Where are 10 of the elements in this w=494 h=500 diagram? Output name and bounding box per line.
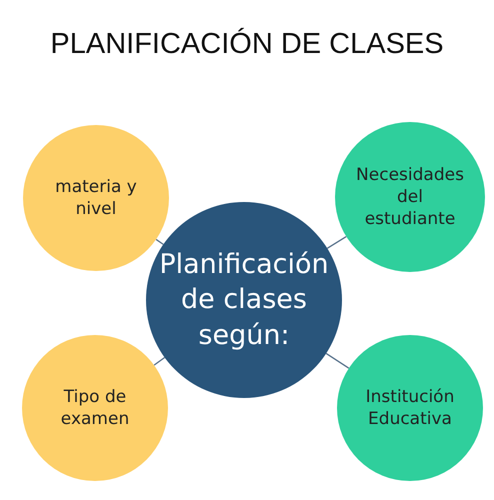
connector-line — [156, 238, 164, 245]
node-label: Tipo de examen — [60, 386, 130, 430]
node-label: materia y nivel — [54, 176, 138, 220]
connector-line — [154, 356, 166, 366]
node-label: Institución Educativa — [364, 386, 456, 430]
node-label: Planificación de clases según: — [159, 248, 329, 353]
title: PLANIFICACIÓN DE CLASES — [49, 28, 445, 61]
connector-line — [326, 236, 347, 249]
node-label: Necesidades del estudiante — [355, 164, 465, 230]
connector-line — [326, 352, 350, 369]
